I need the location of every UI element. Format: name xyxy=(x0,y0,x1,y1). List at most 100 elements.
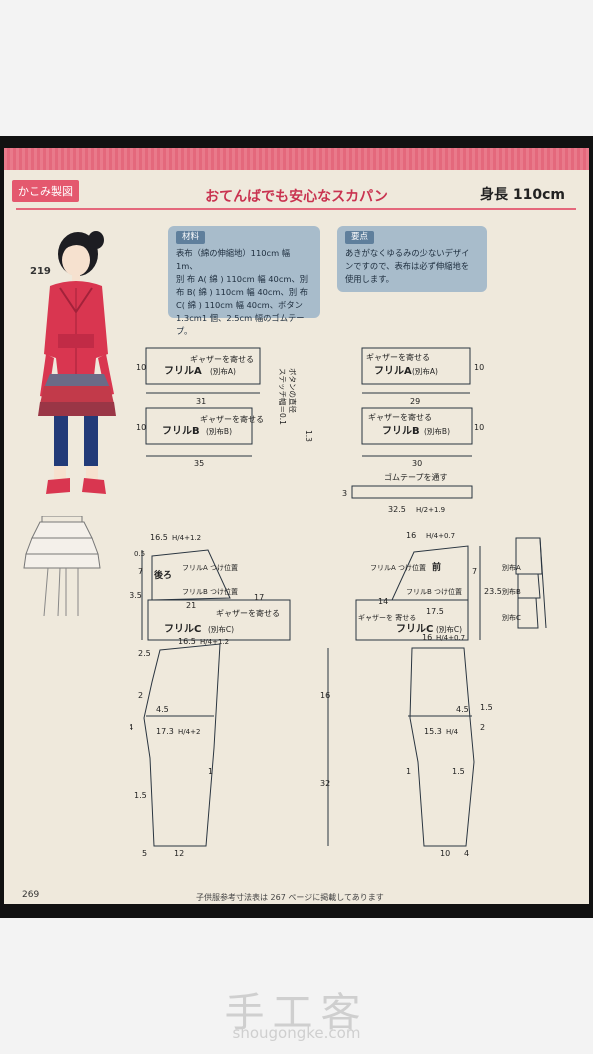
points-line: ンですので、表布は必ず伸縮地を xyxy=(345,261,470,271)
side-view xyxy=(515,537,547,629)
waistband xyxy=(351,485,473,499)
skirt-illustration xyxy=(23,516,101,617)
label-button-size: 1.3 xyxy=(304,430,313,442)
section-tag: かこみ製図 xyxy=(12,180,79,202)
dim-value: 1.5 xyxy=(452,767,465,776)
points-heading: 要点 xyxy=(345,231,375,244)
label-back: 後ろ xyxy=(154,569,172,581)
dim-value: 4 xyxy=(130,723,133,732)
watermark-logo: 手工客 xyxy=(224,990,369,1036)
materials-box: 材料 表布（綿の伸縮地）110cm 幅 1m、 別 布 A( 綿 ) 110cm… xyxy=(168,226,320,336)
materials-line: 表布（綿の伸縮地）110cm 幅 1m、 xyxy=(176,248,291,271)
dim-value: 5 xyxy=(142,849,147,858)
dim-value: 10 xyxy=(440,849,450,858)
dim-value: 31 xyxy=(196,397,206,406)
dim-value: 30 xyxy=(412,459,422,468)
dim-value: 16 xyxy=(320,691,330,700)
label-stitch-note: ステッチ幅＝0.1 xyxy=(278,368,288,425)
label-frill-b: フリルB xyxy=(382,425,420,437)
dim-value: 29 xyxy=(410,397,420,406)
label-gather-c: ギャザーを 寄せる xyxy=(358,613,416,622)
front-skirt-piece xyxy=(355,545,481,641)
materials-line: 1.3cm1 個、2.5cm 幅のゴムテープ。 xyxy=(176,313,305,336)
dim-value: 4 xyxy=(464,849,469,858)
dim-value: 2 xyxy=(138,691,143,700)
label-side-a: 別布A xyxy=(502,563,521,572)
dim-value: 23.5 xyxy=(484,587,502,596)
label-frill-b: フリルB xyxy=(162,425,200,437)
watermark-url: shougongke.com xyxy=(232,1024,361,1042)
label-gather: ギャザーを寄せる xyxy=(216,608,280,618)
dim-value: 10 xyxy=(136,423,146,432)
dim-value: 1.5 xyxy=(134,791,147,800)
label-fabric-a: (別布A) xyxy=(210,366,236,376)
dim-value: 16 xyxy=(422,633,432,642)
header-rule xyxy=(16,208,576,210)
materials-heading: 材料 xyxy=(176,231,206,244)
label-frill-a-pos: フリルA つけ位置 xyxy=(370,563,426,572)
label-frill-b-pos: フリルB つけ位置 xyxy=(182,587,238,596)
materials-line: C( 綿 ) 110cm 幅 40cm、ボタン xyxy=(176,300,303,310)
label-front: 前 xyxy=(432,561,441,573)
dim-value: 15.3 xyxy=(424,727,442,736)
dim-value: 16.5 xyxy=(178,637,196,646)
dim-value: 7 xyxy=(472,567,477,576)
back-skirt-piece xyxy=(141,549,291,641)
pattern-drawings: ギャザーを寄せる フリルA (別布A) ギャザーを寄せる フリルB (別布B) … xyxy=(130,347,547,858)
dim-value: 1.5 xyxy=(480,703,493,712)
page-number: 269 xyxy=(22,890,40,900)
dim-value: H/4 xyxy=(446,728,459,736)
dim-value: H/4+2 xyxy=(178,728,200,736)
dim-value: 10 xyxy=(474,423,484,432)
dim-value: 16.5 xyxy=(150,533,168,542)
label-frill-a-pos: フリルA つけ位置 xyxy=(182,563,238,572)
dim-value: H/4+0.7 xyxy=(436,634,465,642)
label-fabric-c: (別布C) xyxy=(208,624,234,634)
label-gather: ギャザーを寄せる xyxy=(200,414,264,424)
dim-value: H/2+1.9 xyxy=(416,506,445,514)
item-number: 219 xyxy=(30,266,51,277)
dim-value: 4.5 xyxy=(156,705,169,714)
label-fabric-b: (別布B) xyxy=(424,426,450,436)
label-gather: ギャザーを寄せる xyxy=(190,354,254,364)
dim-value: 3 xyxy=(342,489,347,498)
dim-value: 12 xyxy=(174,849,184,858)
header-stripe xyxy=(4,148,589,170)
label-frill-b-pos: フリルB つけ位置 xyxy=(406,587,462,596)
dim-value: 16 xyxy=(406,531,416,540)
height-label: 身長 110cm xyxy=(480,187,565,203)
dim-value: 0.5 xyxy=(134,550,145,558)
dim-value: 2 xyxy=(480,723,485,732)
dim-value: 10 xyxy=(474,363,484,372)
label-button-note: ボタンの直径 xyxy=(288,368,298,413)
pattern-page: かこみ製図 おてんばでも安心なスカパン 身長 110cm 材料 表布（綿の伸縮地… xyxy=(4,148,589,904)
girl-illustration xyxy=(38,231,116,494)
points-box: 要点 あきがなくゆるみの少ないデザイ ンですので、表布は必ず伸縮地を 使用します… xyxy=(337,226,487,292)
footnote: 子供服参考寸法表は 267 ページに掲載してあります xyxy=(196,893,384,902)
dim-value: 17 xyxy=(254,593,264,602)
dim-value: 7 xyxy=(138,567,143,576)
back-pants-piece xyxy=(143,643,221,847)
dim-value: 17.3 xyxy=(156,727,174,736)
points-line: あきがなくゆるみの少ないデザイ xyxy=(345,248,470,258)
dim-value: 1 xyxy=(406,767,411,776)
dim-value: 35 xyxy=(194,459,204,468)
frill-b-right xyxy=(361,407,473,457)
label-fabric-b: (別布B) xyxy=(206,426,232,436)
page-title: おてんばでも安心なスカパン xyxy=(205,189,388,205)
dim-value: 32 xyxy=(320,779,330,788)
frill-a-right xyxy=(361,347,471,394)
materials-line: 別 布 A( 綿 ) 110cm 幅 40cm、別 xyxy=(176,274,309,284)
label-frill-c: フリルC xyxy=(396,623,433,635)
label-frill-a: フリルA xyxy=(374,365,412,377)
label-gather: ギャザーを寄せる xyxy=(366,352,430,362)
dim-value: 17.5 xyxy=(426,607,444,616)
materials-line: 布 B( 綿 ) 110cm 幅 40cm、別 布 xyxy=(176,287,309,297)
dim-value: 23.5 xyxy=(130,591,142,600)
dim-value: H/4+1.2 xyxy=(200,638,229,646)
label-side-b: 別布B xyxy=(502,587,521,596)
dim-value: 2.5 xyxy=(138,649,151,658)
dim-value: H/4+0.7 xyxy=(426,532,455,540)
label-elastic: ゴムテープを通す xyxy=(384,472,448,482)
dim-value: 32.5 xyxy=(388,505,406,514)
